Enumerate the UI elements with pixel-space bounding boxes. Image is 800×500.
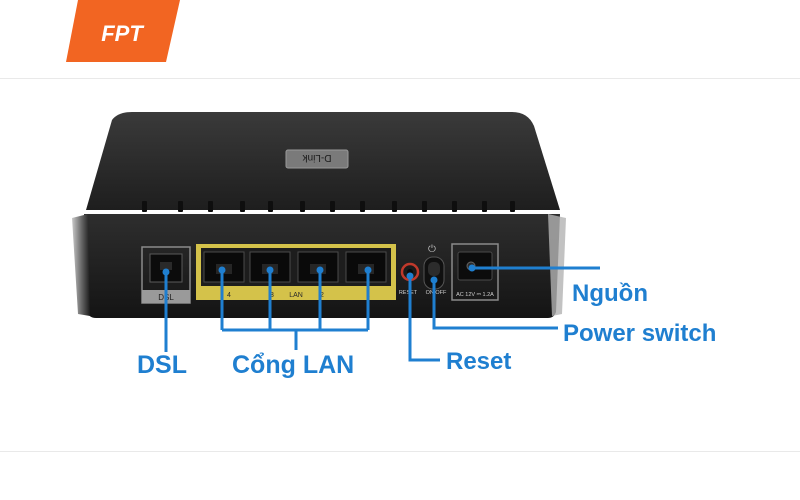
reset-port-label: RESET: [399, 290, 418, 296]
lan-label-word: LAN: [289, 292, 303, 299]
power-rating-label: AC 12V ⎓ 1.2A: [456, 292, 494, 298]
right-side-trim: [548, 214, 566, 316]
power-jack: AC 12V ⎓ 1.2A: [451, 243, 499, 301]
fpt-logo: FPT: [66, 0, 180, 62]
callout-lines: [164, 266, 600, 362]
lan-label-2: 2: [320, 292, 324, 299]
brand-badge-text: D-Link: [302, 152, 332, 163]
lan-port-1: [345, 251, 387, 283]
lan-label-4: 4: [227, 292, 231, 299]
callout-power-switch: Power switch: [563, 320, 717, 347]
lan-label-3: 3: [270, 292, 274, 299]
onoff-port-label: ON/OFF: [426, 290, 447, 296]
lan-port-4: [203, 251, 245, 283]
power-switch: ⏻: [423, 244, 445, 290]
fpt-logo-text: FPT: [101, 21, 144, 46]
power-symbol-icon: ⏻: [428, 244, 436, 255]
vent-slots: [142, 201, 515, 212]
left-side-trim: [72, 214, 90, 316]
callout-reset: Reset: [446, 348, 512, 375]
brand-badge: [285, 149, 349, 169]
callout-lan: Cổng LAN: [232, 351, 355, 379]
callout-dsl: DSL: [137, 351, 187, 379]
callout-power: Nguồn: [572, 280, 648, 307]
lan-panel: 4 3 LAN 2 1: [196, 244, 396, 300]
lan-port-2: [297, 251, 339, 283]
callout-dots: [162, 264, 476, 284]
